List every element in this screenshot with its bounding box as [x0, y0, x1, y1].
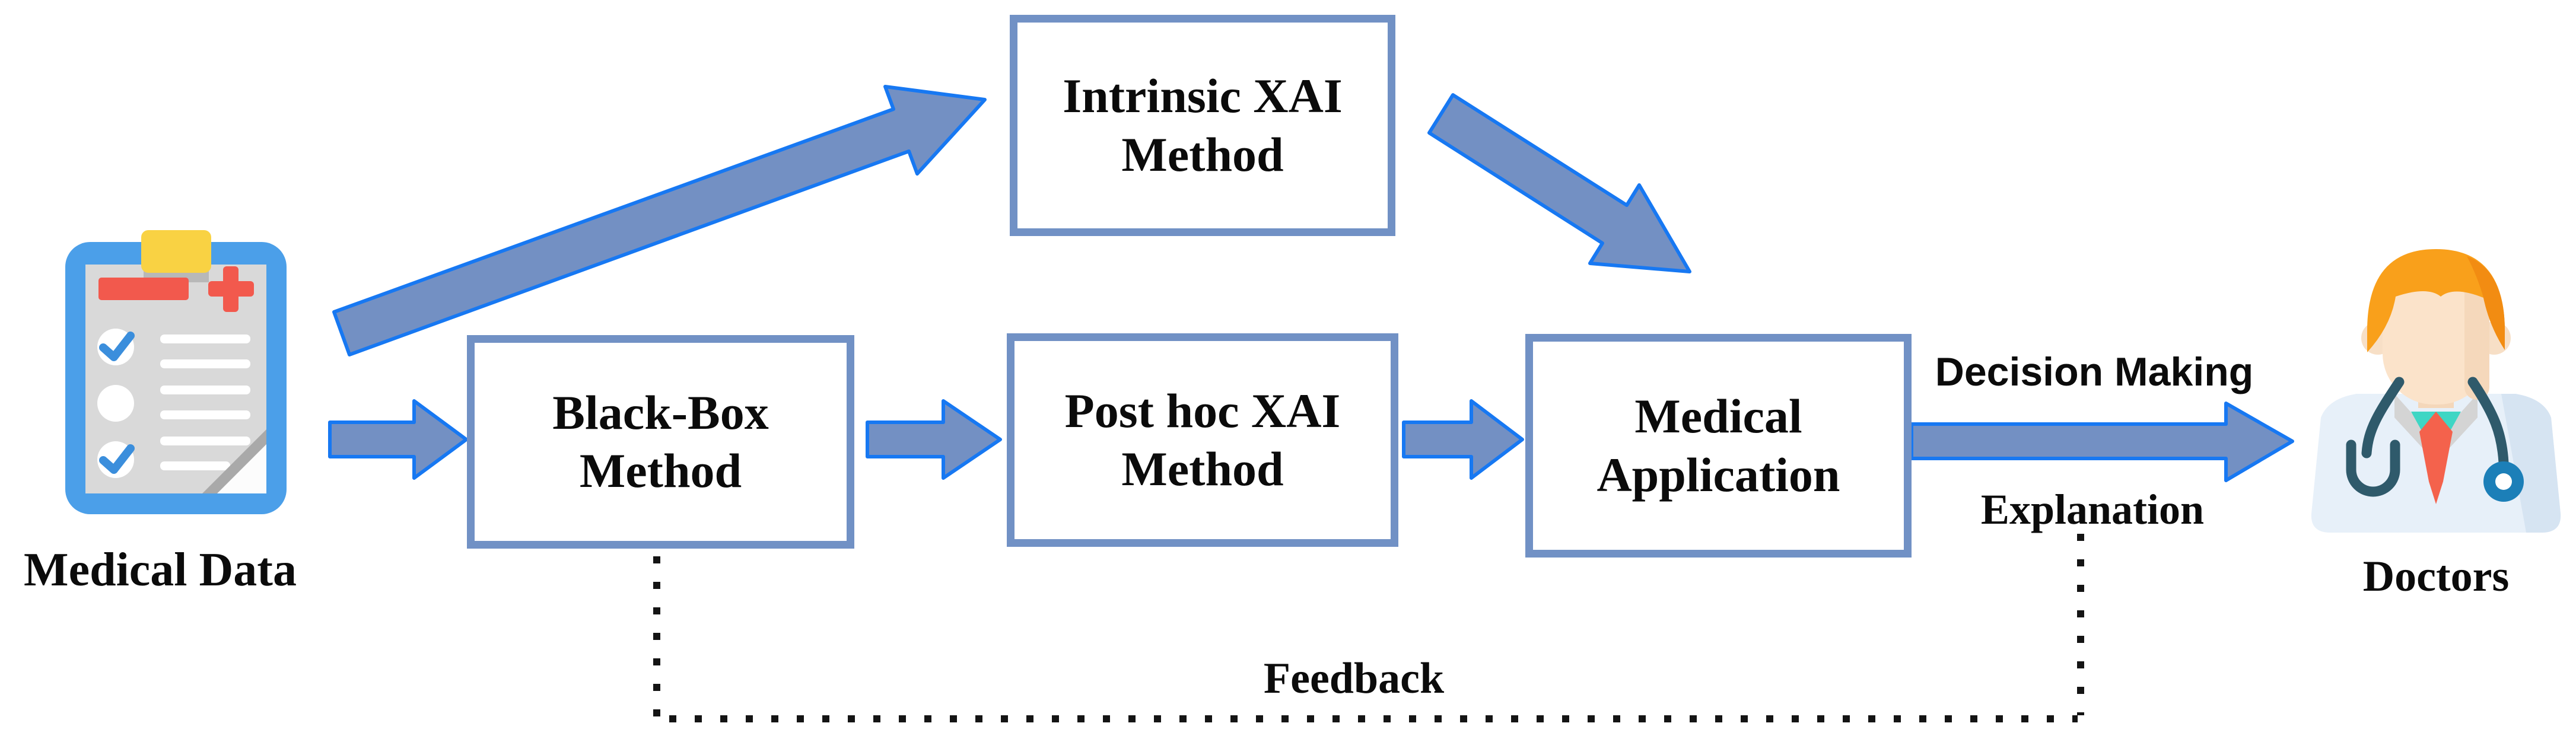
decision-making-edge-label: Decision Making [1935, 349, 2254, 394]
node-label-line: Method [579, 444, 742, 498]
feedback-dotted-line-bottom-segment [669, 715, 2078, 722]
feedback-dotted-line-left-segment [653, 556, 660, 718]
node-label-line: Method [1121, 442, 1284, 496]
clipboard-checklist-icon [65, 230, 287, 514]
feedback-edge-label: Feedback [1263, 654, 1445, 703]
node-label-line: Medical [1634, 389, 1802, 444]
arrow-medical-data-to-intrinsic-xai-icon [332, 85, 987, 356]
doctor-avatar-icon [2311, 249, 2561, 533]
arrow-medical-data-to-black-box-icon [328, 399, 468, 480]
arrow-black-box-to-post-hoc-icon [866, 399, 1002, 480]
node-medical-application: Medical Application [1525, 334, 1912, 558]
node-label-line: Black-Box [552, 385, 769, 439]
medical-data-label: Medical Data [24, 544, 297, 596]
node-black-box-method: Black-Box Method [467, 335, 854, 549]
node-label-line: Application [1597, 447, 1840, 502]
feedback-dotted-line-right-segment [2077, 534, 2084, 715]
node-post-hoc-xai-method: Post hoc XAI Method [1007, 333, 1398, 547]
node-label-line: Post hoc XAI [1064, 383, 1341, 438]
node-intrinsic-xai-method: Intrinsic XAI Method [1010, 15, 1395, 236]
arrow-medical-application-to-doctors-icon [1910, 402, 2294, 482]
explanation-edge-label: Explanation [1980, 486, 2205, 533]
node-label-line: Method [1121, 127, 1284, 181]
node-label-line: Intrinsic XAI [1063, 69, 1343, 123]
arrow-intrinsic-xai-to-medical-application-icon [1427, 93, 1691, 273]
arrow-post-hoc-to-medical-application-icon [1402, 399, 1524, 480]
doctors-label: Doctors [2362, 552, 2510, 601]
